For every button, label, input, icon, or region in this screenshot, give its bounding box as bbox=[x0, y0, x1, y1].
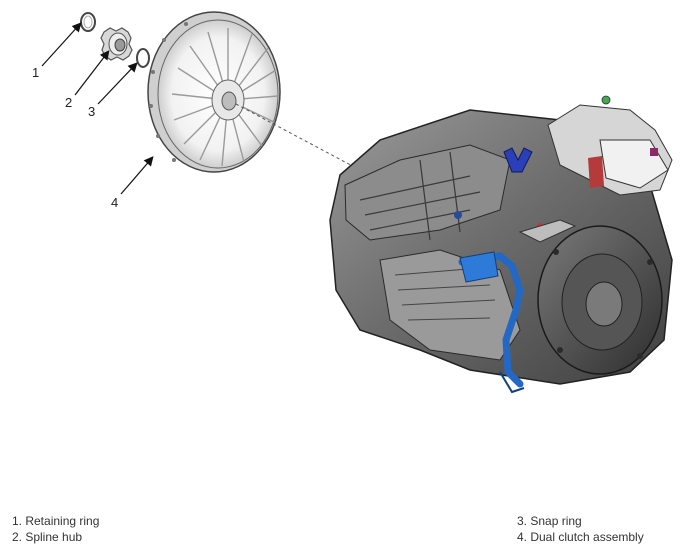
transmission-assembly bbox=[329, 95, 673, 394]
legend-item-retaining-ring: 1. Retaining ring bbox=[12, 514, 100, 528]
callout-3: 3 bbox=[88, 104, 95, 119]
snap-ring-part bbox=[136, 48, 150, 68]
callout-1: 1 bbox=[32, 65, 39, 80]
legend-right: 3. Snap ring 4. Dual clutch assembly bbox=[517, 513, 644, 545]
callout-4: 4 bbox=[111, 195, 118, 210]
legend-left: 1. Retaining ring 2. Spline hub bbox=[12, 513, 99, 545]
exploded-view-illustration: 1 2 3 4 bbox=[32, 11, 673, 394]
retaining-ring-part bbox=[80, 12, 96, 32]
callout-2: 2 bbox=[65, 95, 72, 110]
legend-item-dual-clutch-assembly: 4. Dual clutch assembly bbox=[517, 530, 644, 544]
legend-item-spline-hub: 2. Spline hub bbox=[12, 530, 83, 544]
legend-item-snap-ring: 3. Snap ring bbox=[517, 514, 582, 528]
leader-lines bbox=[41, 22, 154, 195]
dual-clutch-assembly-part bbox=[147, 11, 281, 173]
